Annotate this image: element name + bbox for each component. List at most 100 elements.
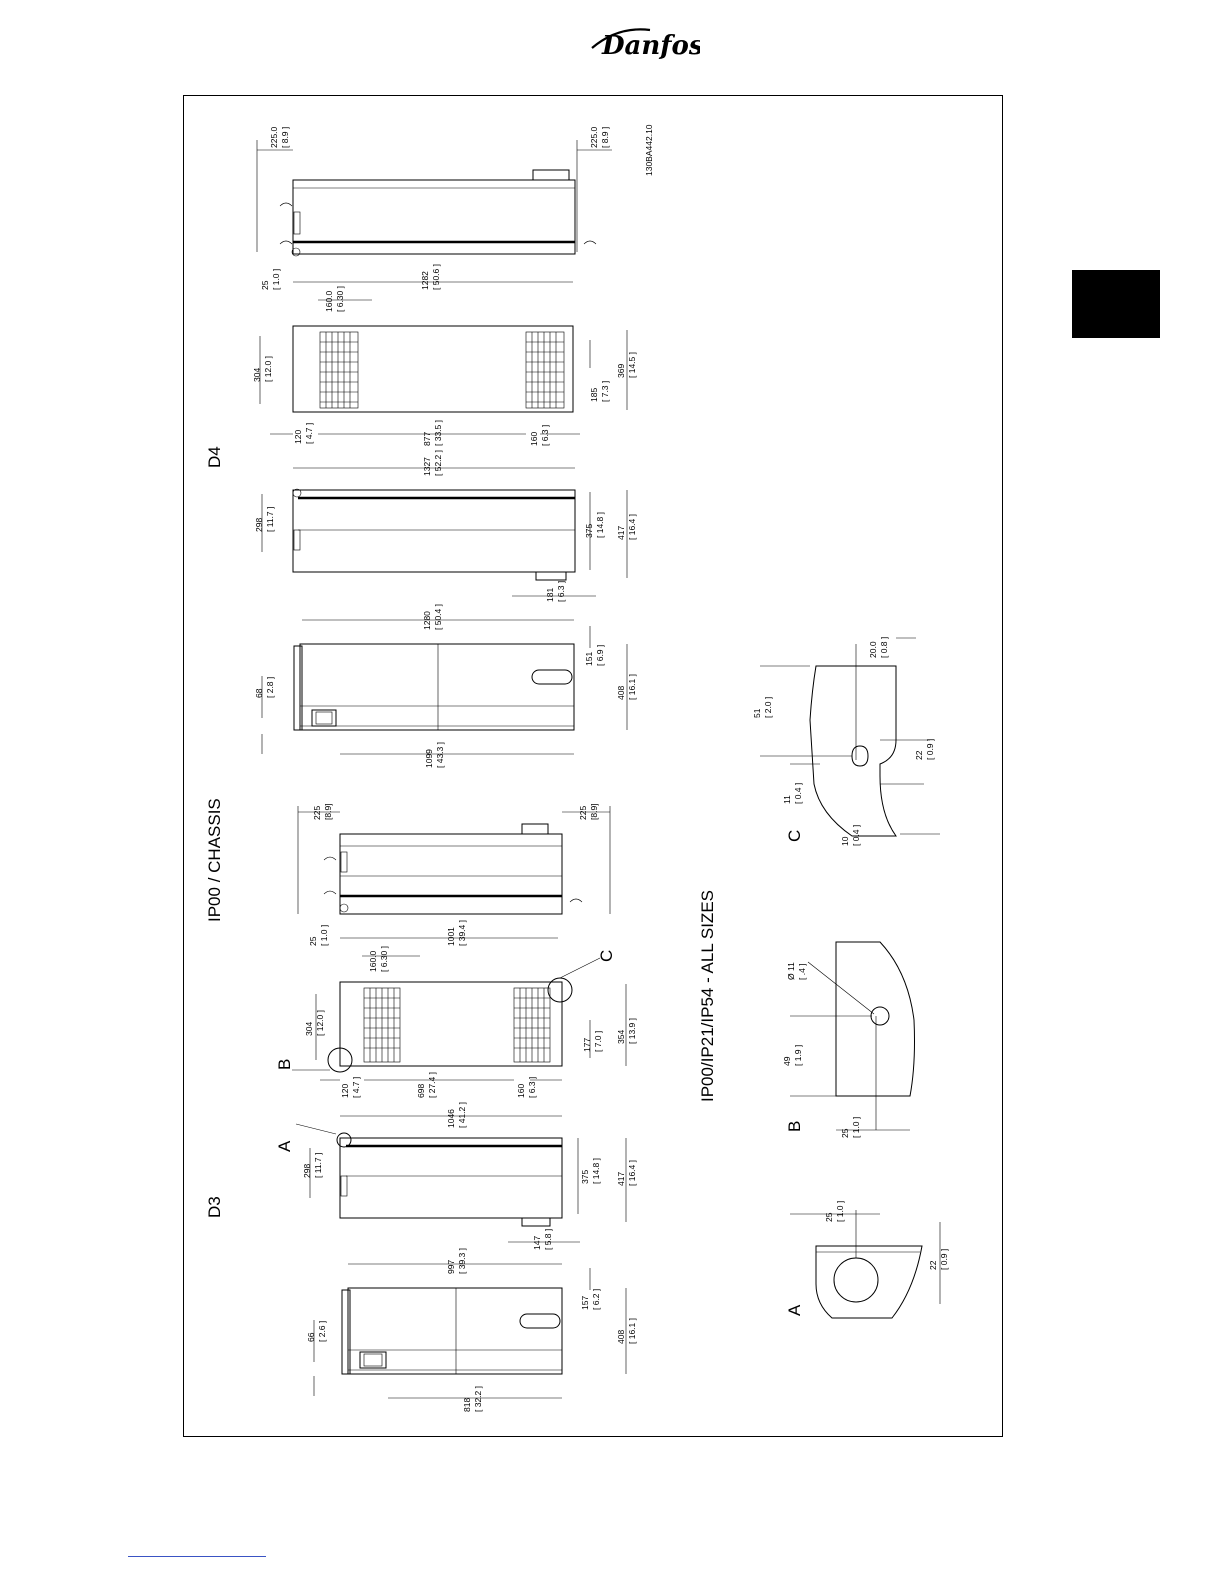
d4-plan-view: 25 [ 1.0 ] 1282 [ 50.6 ] 160.0 [ 6.30 ] … — [252, 264, 637, 446]
detail-c-top: 20.0 — [868, 641, 878, 658]
d3-elev-handle: 157 — [580, 1296, 590, 1310]
d3-front-depth-in: [ 16.4 ] — [627, 1160, 637, 1186]
d4-plan-width: 304 — [252, 368, 262, 382]
detail-c-lower: 11 — [782, 795, 792, 804]
d3-front-foot-in: [ 5.8 ] — [543, 1229, 553, 1250]
detail-b-height: 49 — [782, 1056, 792, 1066]
title-d4: D4 — [205, 446, 224, 468]
callout-label-b: B — [275, 1059, 294, 1070]
d3-elev-span: 818 — [462, 1398, 472, 1412]
d3-elev-lcp: 66 — [306, 1332, 316, 1342]
d4-front-depthmid-in: [ 14.8 ] — [595, 512, 605, 538]
detail-a-top-in: [ 1.0 ] — [835, 1201, 845, 1222]
d3-side-top: 225 — [312, 806, 322, 820]
d4-plan-length-in: [ 50.6 ] — [431, 264, 441, 290]
d3-front-depthmid: 375 — [580, 1170, 590, 1184]
d3-front-depth: 417 — [616, 1172, 626, 1186]
detail-a-label: A — [785, 1304, 804, 1316]
d4-side-view: 225.0 [ 8.9 ] 225.0 [ 8.9 ] — [256, 126, 612, 257]
d3-front-side: 298 — [302, 1164, 312, 1178]
d3-plan-depth-in: [ 13.9 ] — [627, 1018, 637, 1044]
d4-plan-foot-right-in: [ 6.3 ] — [540, 425, 550, 446]
d3-elev-span-in: [ 32.2 ] — [473, 1386, 483, 1412]
d3-plan-lefttop-in: [ 1.0 ] — [319, 925, 329, 946]
d4-elev-lcp-in: [ 2.8 ] — [265, 677, 275, 698]
d3-plan-foot-left: 120 — [340, 1084, 350, 1098]
d3-plan-view: 25 [ 1.0 ] 1001 [ 39.4 ] 160.0 [ 6.30 ] … — [275, 920, 637, 1098]
d4-side-bottom-dim-in: [ 8.9 ] — [600, 127, 610, 148]
detail-c-height-in: [ 2.0 ] — [763, 697, 773, 718]
danfoss-logo: Danfoss — [588, 18, 718, 64]
d3-elev-handle-in: [ 6.2 ] — [591, 1289, 601, 1310]
callout-label-a: A — [275, 1140, 294, 1152]
d4-side-top-dim: 225.0 — [269, 126, 279, 148]
d4-front-view: 1327 [ 52.2 ] 298 [ 11.7 ] 375 [ 14.8 ] … — [254, 450, 637, 602]
d4-plan-vent-in: [ 6.30 ] — [335, 286, 345, 312]
d4-elev-span-in: [ 43.3 ] — [435, 742, 445, 768]
callout-label-c: C — [597, 950, 616, 962]
detail-a-top: 25 — [824, 1212, 834, 1222]
detail-c-lower-in: [ 0.4 ] — [793, 783, 803, 804]
d4-plan-slot: 185 — [589, 388, 599, 402]
detail-c: 20.0 [ 0.8 ] 51 [ 2.0 ] 22 [ 0.9 ] 11 [ … — [752, 637, 940, 846]
d3-elevation-view: 997 [ 39.3 ] 66 [ 2.6 ] 157 [ 6.2 ] 408 … — [306, 1248, 637, 1412]
d4-plan-depth-in: [ 14.5 ] — [627, 352, 637, 378]
drawing-id: 130BA442.10 — [644, 124, 654, 176]
d3-plan-foot-left-in: [ 4.7 ] — [351, 1077, 361, 1098]
detail-c-height: 51 — [752, 708, 762, 718]
d3-elev-length-in: [ 39.3 ] — [457, 1248, 467, 1274]
d3-elev-depth: 408 — [616, 1330, 626, 1344]
d4-plan-foot-right: 160 — [529, 432, 539, 446]
d4-plan-depth: 369 — [616, 364, 626, 378]
d3-front-side-in: [ 11.7 ] — [313, 1153, 323, 1178]
d4-front-depth: 417 — [616, 526, 626, 540]
d3-plan-length-in: [ 39.4 ] — [457, 920, 467, 946]
d4-elev-length-in: [ 50.4 ] — [433, 604, 443, 630]
d4-elev-length: 1280 — [422, 611, 432, 630]
d4-plan-lefttop: 25 — [260, 280, 270, 290]
detail-a-side: 22 — [928, 1260, 938, 1270]
title-all-sizes: IP00/IP21/IP54 - ALL SIZES — [698, 890, 717, 1102]
d4-front-length-in: [ 52.2 ] — [433, 450, 443, 476]
footer-rule — [128, 1556, 266, 1557]
d3-plan-span-in: [ 27.4 ] — [427, 1072, 437, 1098]
d3-plan-length: 1001 — [446, 927, 456, 946]
d4-front-foot-in: [ 6.3 ] — [556, 581, 566, 602]
d3-plan-foot-right-in: [ 6.3 ] — [527, 1077, 537, 1098]
detail-c-slot-in: [ 0.9 ] — [925, 739, 935, 760]
d3-side-bottom-in: [8.9] — [589, 803, 599, 820]
d3-front-view: 1046 [ 41.2 ] 298 [ 11.7 ] 375 [ 14.8 ] … — [275, 1102, 637, 1250]
detail-c-label: C — [785, 830, 804, 842]
d3-plan-slot-in: [ 7.0 ] — [593, 1031, 603, 1052]
d4-elev-handle-in: [ 6.9 ] — [595, 645, 605, 666]
detail-b-edge-in: [ 1.0 ] — [851, 1117, 861, 1138]
detail-c-slot: 22 — [914, 750, 924, 760]
detail-c-top-in: [ 0.8 ] — [879, 637, 889, 658]
d4-plan-vent: 160.0 — [324, 290, 334, 312]
d4-front-depthmid: 375 — [584, 524, 594, 538]
d4-front-foot: 181 — [545, 588, 555, 602]
d3-side-bottom: 225 — [578, 806, 588, 820]
d3-front-foot: 147 — [532, 1236, 542, 1250]
chapter-tab-marker — [1072, 270, 1160, 338]
d4-side-bottom-dim: 225.0 — [589, 126, 599, 148]
detail-a: 25 [ 1.0 ] 22 [ 0.9 ] A — [785, 1201, 949, 1319]
d3-elev-lcp-in: [ 2.6 ] — [317, 1321, 327, 1342]
d4-plan-foot-left: 120 — [293, 430, 303, 444]
d4-elev-depth-in: [ 16.1 ] — [627, 674, 637, 700]
detail-a-side-in: [ 0.9 ] — [939, 1249, 949, 1270]
d4-front-side: 298 — [254, 518, 264, 532]
d3-detail-b-callout — [327, 1047, 353, 1073]
d4-elev-span: 1099 — [424, 749, 434, 768]
d4-plan-slot-in: [ 7.3 ] — [600, 381, 610, 402]
d4-front-length: 1327 — [422, 457, 432, 476]
detail-b-height-in: [ 1.9 ] — [793, 1045, 803, 1066]
detail-b-edge: 25 — [840, 1128, 850, 1138]
detail-b-hole: Ø 11 — [786, 962, 796, 980]
d3-plan-lefttop: 25 — [308, 936, 318, 946]
d4-plan-span: 877 — [422, 432, 432, 446]
d4-front-depth-in: [ 16.4 ] — [627, 514, 637, 540]
detail-c-bottom: 10 — [840, 836, 850, 846]
d4-vent-left — [319, 331, 359, 409]
